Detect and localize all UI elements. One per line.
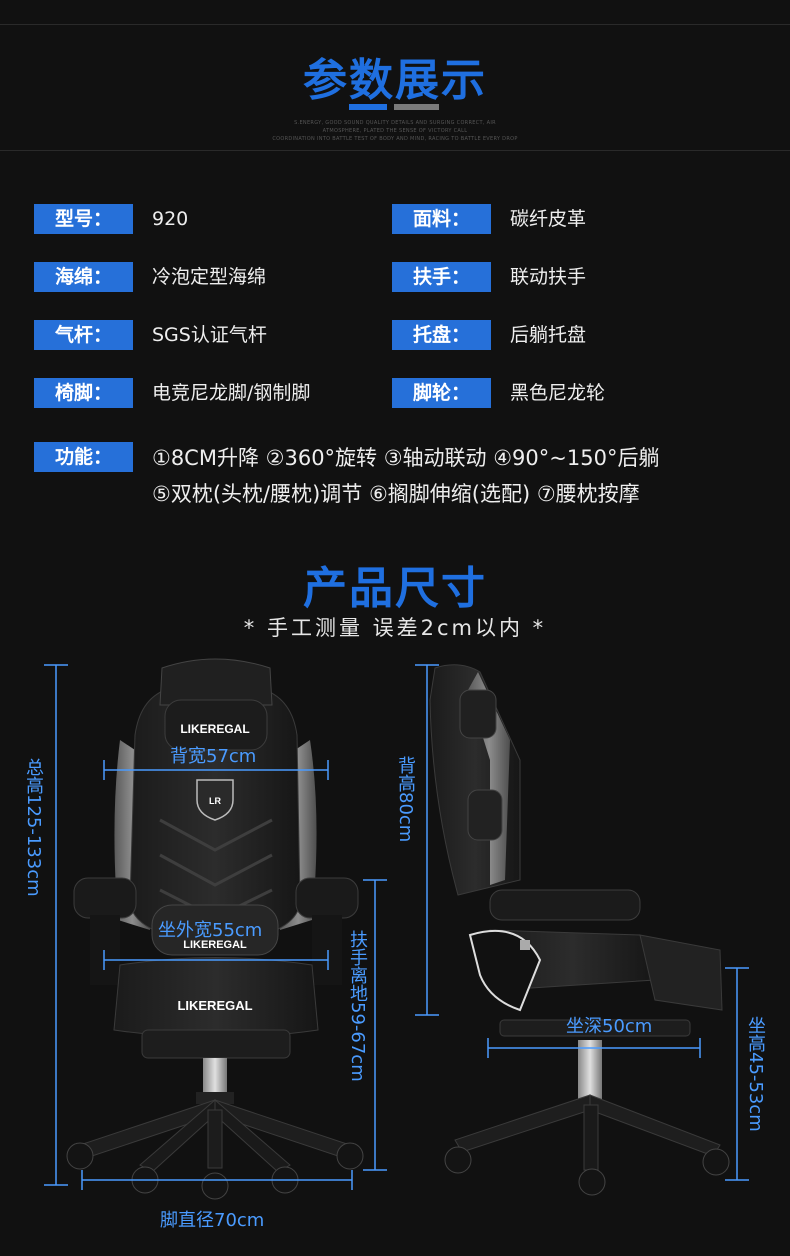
spec-label-casters: 脚轮： <box>392 378 491 408</box>
brand-text-seat: LIKEREGAL <box>177 998 252 1013</box>
side-chair <box>429 664 730 1196</box>
spec-label-tray: 托盘： <box>392 320 491 350</box>
dim-back-height: 背高80cm <box>395 756 416 843</box>
spec-label-gas-lift: 气杆： <box>34 320 133 350</box>
dimension-lines <box>44 664 749 1190</box>
spec-label-functions: 功能： <box>34 442 133 472</box>
spec-label-sponge: 海绵： <box>34 262 133 292</box>
dim-total-height: 总高125-133cm <box>23 758 44 897</box>
tagline: S.ENERGY, GOOD SOUND QUALITY DETAILS AND… <box>0 119 790 143</box>
size-subtitle: * 手工测量 误差2cm以内 * <box>243 616 547 640</box>
spec-value-sponge: 冷泡定型海绵 <box>152 266 267 288</box>
function-line-1: ①8CM升降 ②360°旋转 ③轴动联动 ④90°~150°后躺 <box>152 446 660 470</box>
brand-text-pillow: LIKEREGAL <box>183 939 247 951</box>
brand-badge-letters: LR <box>209 796 221 806</box>
tagline-line: S.ENERGY, GOOD SOUND QUALITY DETAILS AND… <box>294 120 496 126</box>
size-title: 产品尺寸 <box>303 563 487 614</box>
spec-value-base: 电竞尼龙脚/钢制脚 <box>152 382 311 404</box>
spec-label-model: 型号： <box>34 204 133 234</box>
dim-seat-height: 坐高45-53cm <box>745 1016 766 1132</box>
header-bottom-divider <box>0 150 790 151</box>
function-line-2: ⑤双枕(头枕/腰枕)调节 ⑥搁脚伸缩(选配) ⑦腰枕按摩 <box>152 482 640 506</box>
spec-value-casters: 黑色尼龙轮 <box>510 382 606 404</box>
spec-value-armrest: 联动扶手 <box>510 266 587 288</box>
brand-text-headrest: LIKEREGAL <box>180 722 249 736</box>
spec-value-tray: 后躺托盘 <box>510 324 587 346</box>
dim-base-diameter: 脚直径70cm <box>160 1210 265 1231</box>
spec-label-base: 椅脚： <box>34 378 133 408</box>
spec-value-model: 920 <box>152 208 189 230</box>
spec-label-armrest: 扶手： <box>392 262 491 292</box>
title-bar-blue <box>349 104 387 110</box>
spec-label-fabric: 面料： <box>392 204 491 234</box>
title-bar-gray <box>394 104 439 110</box>
params-title: 参数展示 <box>303 55 487 106</box>
dim-armrest-height: 扶手离地59-67cm <box>347 930 368 1082</box>
spec-value-fabric: 碳纤皮革 <box>510 208 587 230</box>
dim-seat-outer-width: 坐外宽55cm <box>158 920 263 941</box>
front-chair <box>66 658 364 1200</box>
dim-seat-depth: 坐深50cm <box>566 1016 653 1037</box>
dim-back-width: 背宽57cm <box>170 746 257 767</box>
tagline-line: COORDINATION INTO BATTLE TEST OF BODY AN… <box>272 136 518 142</box>
header-top-divider <box>0 24 790 25</box>
spec-value-gas-lift: SGS认证气杆 <box>152 324 267 346</box>
title-underline-bars <box>349 104 439 110</box>
tagline-line: ATMOSPHERE, PLATED THE SENSE OF VICTORY … <box>322 128 468 134</box>
